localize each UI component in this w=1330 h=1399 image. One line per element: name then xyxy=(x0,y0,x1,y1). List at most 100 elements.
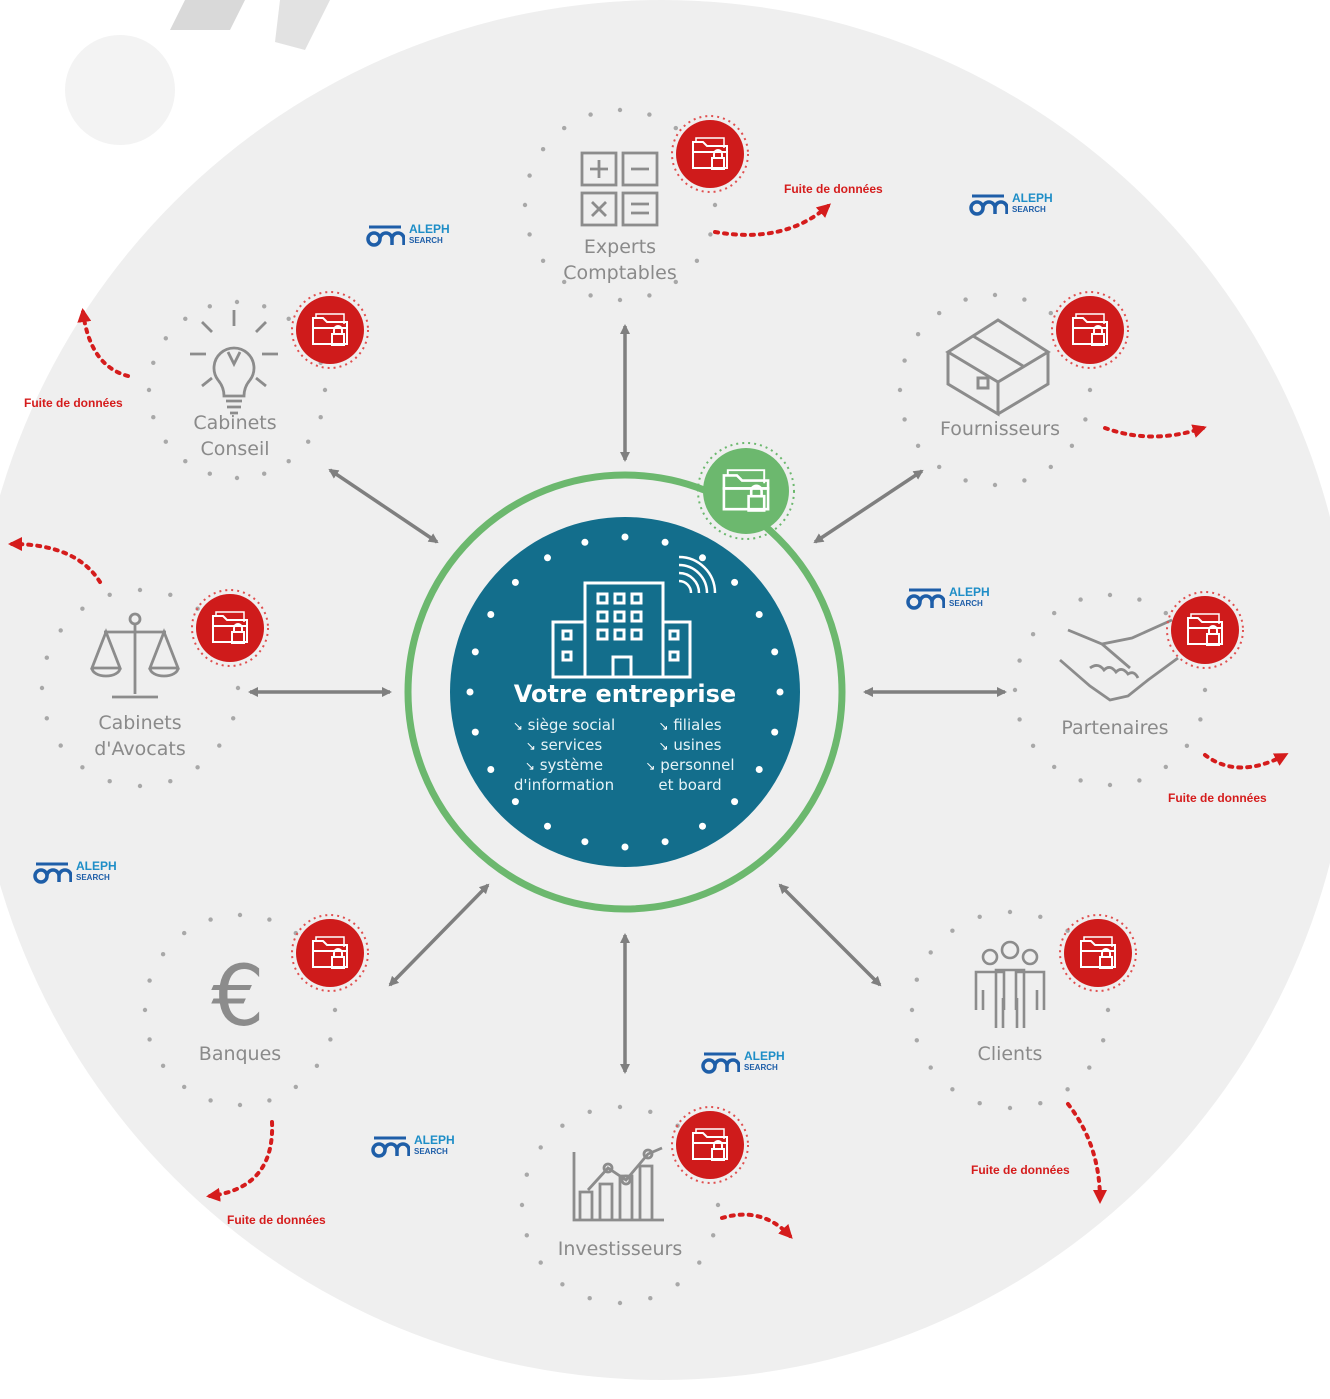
ring-dot xyxy=(950,928,955,933)
leak-arrow-banques xyxy=(206,1120,275,1202)
logo-line1: ALEPH xyxy=(414,1133,455,1147)
ring-dot xyxy=(697,1260,702,1265)
company-item: d'information xyxy=(513,776,615,794)
ring-dot xyxy=(915,443,921,448)
logo-line1: ALEPH xyxy=(76,859,117,873)
ring-dot xyxy=(235,685,241,691)
ring-dot xyxy=(314,1063,320,1069)
ring-dot xyxy=(322,387,328,393)
leak-badge xyxy=(291,914,369,992)
disc-dot xyxy=(771,648,779,656)
ring-dot xyxy=(527,173,532,178)
logo-line1: ALEPH xyxy=(949,585,990,599)
leak-badge xyxy=(1166,591,1244,669)
ring-dot xyxy=(237,1102,243,1108)
company-disc-dots xyxy=(466,533,784,851)
svg-text:€: € xyxy=(211,947,264,1045)
logo-line2: SEARCH xyxy=(744,1063,778,1072)
ring-dot xyxy=(540,258,546,263)
ring-dot xyxy=(647,293,652,298)
leak-badge xyxy=(671,1106,749,1184)
logo-line2: SEARCH xyxy=(414,1147,448,1156)
building-icon xyxy=(551,555,717,679)
ring-dot xyxy=(1007,1105,1013,1111)
ring-dot xyxy=(58,628,63,633)
leak-label: Fuite de données xyxy=(24,396,123,410)
ring-dot xyxy=(617,1104,623,1110)
leak-badge xyxy=(1051,291,1129,369)
decor-dot xyxy=(65,35,175,145)
ring-dot xyxy=(160,952,166,957)
growth-chart-icon xyxy=(572,1146,664,1222)
disc-dot xyxy=(581,538,589,546)
ring-dot xyxy=(1163,764,1169,770)
ring-dot xyxy=(1030,743,1036,748)
people-icon xyxy=(974,940,1046,1028)
ring-dot xyxy=(902,358,907,363)
ring-dot xyxy=(306,439,311,444)
ring-dot xyxy=(237,912,243,918)
ring-dot xyxy=(80,606,85,611)
ring-dot xyxy=(562,279,567,285)
ring-dot xyxy=(58,743,63,748)
leak-badge xyxy=(291,291,369,369)
ring-dot xyxy=(617,107,623,113)
ring-dot xyxy=(963,297,968,302)
ring-dot xyxy=(1107,592,1113,598)
box-icon xyxy=(945,318,1051,417)
ring-dot xyxy=(1202,687,1208,693)
disc-dot xyxy=(621,843,629,851)
ring-dot xyxy=(234,475,240,481)
ring-dot xyxy=(588,293,593,298)
ring-dot xyxy=(267,917,272,922)
ring-dot xyxy=(937,310,942,316)
logo-line2: SEARCH xyxy=(949,599,983,608)
ring-dot xyxy=(1087,1065,1092,1070)
ring-dot xyxy=(1022,297,1027,302)
company-disc xyxy=(450,517,800,867)
ring-dot xyxy=(182,1084,187,1090)
disc-dot xyxy=(471,728,479,736)
disc-dot xyxy=(544,554,551,562)
ring-dot xyxy=(928,1065,933,1070)
ring-dot xyxy=(560,1123,565,1128)
ring-dot xyxy=(80,765,85,770)
disc-dot xyxy=(581,838,589,846)
ring-dot xyxy=(160,1063,166,1069)
ring-dot xyxy=(151,415,156,420)
leak-badge xyxy=(191,589,269,667)
aleph-logo-mark-icon xyxy=(366,225,405,247)
disc-dot xyxy=(621,533,629,541)
ring-dot xyxy=(163,439,168,444)
ring-dot xyxy=(147,978,152,983)
security-ring xyxy=(404,471,846,913)
company-list-left: ↘ siège social ↘ services ↘ système d'in… xyxy=(505,716,623,795)
leak-badge xyxy=(671,115,749,193)
ring-dot xyxy=(1048,464,1054,470)
company-item: ↘ filiales xyxy=(658,716,722,734)
ring-dot xyxy=(1038,1101,1043,1106)
ring-dot xyxy=(992,482,998,488)
leak-label: Fuite de données xyxy=(227,1213,326,1227)
ring-dot xyxy=(208,917,213,922)
disc-dot xyxy=(731,578,739,586)
ring-dot xyxy=(151,360,156,365)
ring-dot xyxy=(1052,764,1057,770)
node-label-partenaires: Partenaires xyxy=(1061,717,1169,739)
disc-dot xyxy=(661,538,669,546)
ring-dot xyxy=(1038,914,1043,919)
disc-dot xyxy=(731,798,739,806)
ring-dot xyxy=(217,743,222,748)
ring-dot xyxy=(675,1282,680,1287)
leak-arrow-clients xyxy=(1066,1102,1107,1204)
company-item: ↘ usines xyxy=(658,736,722,754)
ring-dot xyxy=(527,232,532,237)
ring-dot xyxy=(1065,1087,1070,1092)
